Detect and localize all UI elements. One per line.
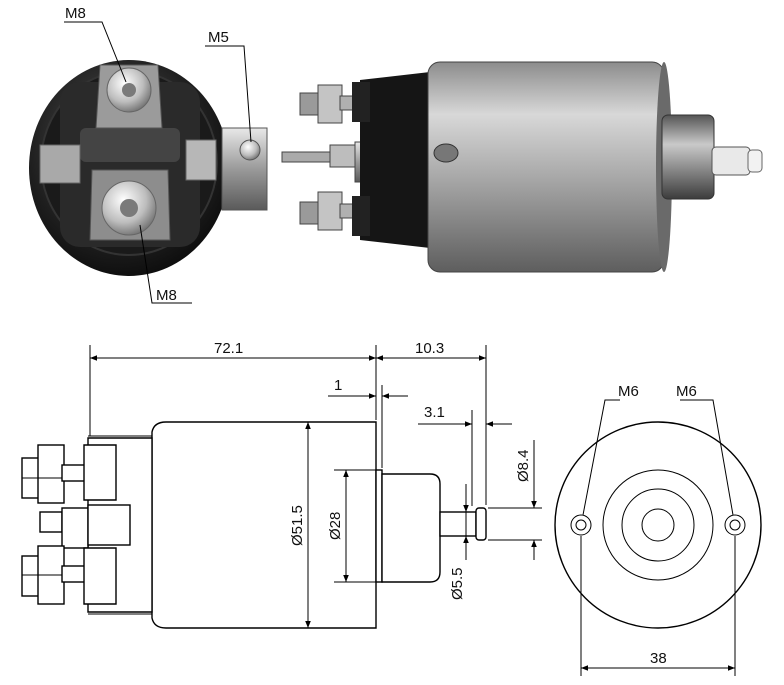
cap-top-stud	[95, 64, 163, 129]
drawing-end-view: M6 M6 38	[554, 383, 762, 676]
end-view-outer-circle	[554, 421, 762, 629]
dim-boss-diameter: Ø28	[327, 512, 344, 540]
dim-plunger-extension: 10.3	[415, 340, 444, 357]
photo-cap-end-view: M8 M5 M8	[29, 5, 268, 304]
dim-overall-length: 72.1	[214, 340, 243, 357]
end-view-hole-left	[570, 514, 592, 536]
photo-side-view	[281, 61, 763, 273]
dim-body-diameter: Ø51.5	[289, 505, 306, 546]
end-view-center-circle	[641, 508, 675, 542]
end-view-plunger-circle	[621, 488, 695, 562]
end-view-boss-circle	[602, 469, 714, 581]
dim-tip-length: 3.1	[424, 404, 445, 421]
drawing-side-view: 72.1 10.3 1 3.1 Ø8.4 Ø51.5 Ø28 Ø5.5	[21, 340, 542, 629]
label-top-m8: M8	[65, 5, 86, 22]
dim-shaft-diameter: Ø5.5	[449, 567, 466, 600]
drawing-tip	[475, 507, 487, 541]
cap-bottom-stud	[89, 169, 171, 241]
leader-right-m6	[680, 399, 734, 516]
dim-hole-spacing: 38	[650, 650, 667, 667]
drawing-body	[151, 421, 377, 629]
dim-flange-gap: 1	[334, 377, 342, 394]
label-m5: M5	[208, 29, 229, 46]
cap-m5-terminal	[185, 127, 268, 211]
photo-side-can	[427, 61, 672, 273]
leader-left-m6	[582, 399, 620, 516]
drawing-boss	[381, 473, 441, 583]
drawing-terminals	[21, 444, 131, 605]
label-bottom-m8: M8	[156, 287, 177, 304]
drawing-shaft	[439, 511, 477, 537]
dim-tip-diameter: Ø8.4	[515, 449, 532, 482]
end-view-hole-right	[724, 514, 746, 536]
label-left-m6: M6	[618, 383, 639, 400]
label-right-m6: M6	[676, 383, 697, 400]
